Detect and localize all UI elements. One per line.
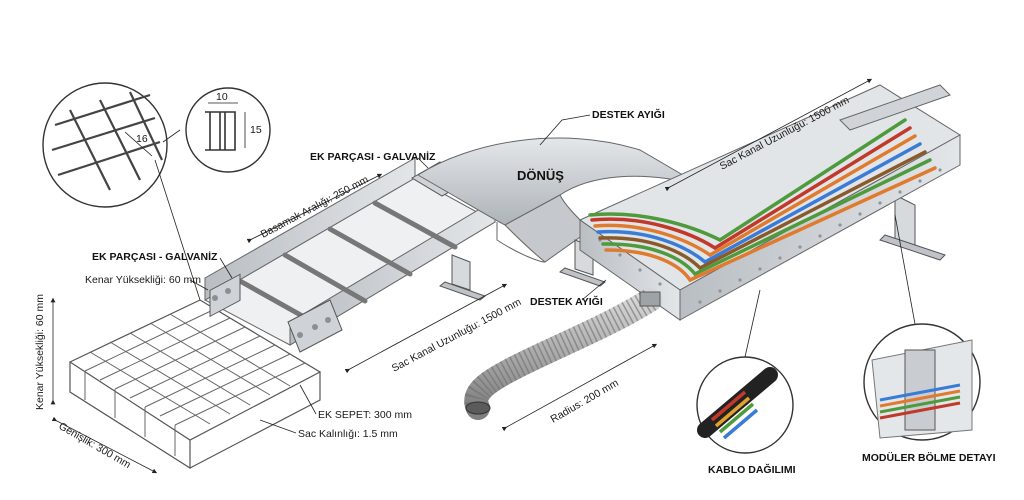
cable-bundle bbox=[588, 118, 937, 283]
detail-circle-divider bbox=[863, 323, 981, 441]
dimension-sheet-thickness: Sac Kalınlığı: 1.5 mm bbox=[298, 428, 398, 440]
detail-circle-mesh: 16 bbox=[42, 82, 168, 208]
elbow-fitting bbox=[417, 137, 701, 263]
profile-height-label: 15 bbox=[250, 124, 262, 136]
support-label-mid: DESTEK AYIĞI bbox=[530, 295, 603, 308]
dimension-splice-basket: EK SEPET: 300 mm bbox=[318, 409, 412, 421]
profile-width-label: 10 bbox=[216, 91, 228, 103]
detail-circle-cable bbox=[696, 356, 794, 454]
splice-bolts bbox=[212, 288, 331, 338]
wire-mesh-basket bbox=[68, 299, 322, 470]
dimension-side-height-a: Kenar Yüksekliği: 60 mm bbox=[85, 274, 201, 286]
splice-label-left: EK PARÇASI - GALVANİZ bbox=[92, 250, 218, 263]
mesh-dimension-label: 16 bbox=[136, 133, 148, 145]
dimension-width: Genişlik: 300 mm bbox=[57, 420, 133, 471]
modular-divider-label: MODÜLER BÖLME DETAYI bbox=[862, 451, 996, 464]
cable-distribution-label: KABLO DAĞILIMI bbox=[708, 463, 796, 476]
elbow-label: DÖNÜŞ bbox=[517, 168, 564, 183]
splice-label-top: EK PARÇASI - GALVANİZ bbox=[310, 150, 436, 163]
detail-circle-profile: 10 15 bbox=[185, 87, 271, 173]
dimension-side-height-b: Kenar Yüksekliği: 60 mm bbox=[34, 294, 46, 410]
splice-plate-left bbox=[209, 273, 241, 318]
support-label-top: DESTEK AYIĞI bbox=[592, 108, 665, 121]
support-bracket bbox=[879, 194, 946, 261]
support-bracket bbox=[438, 254, 487, 301]
